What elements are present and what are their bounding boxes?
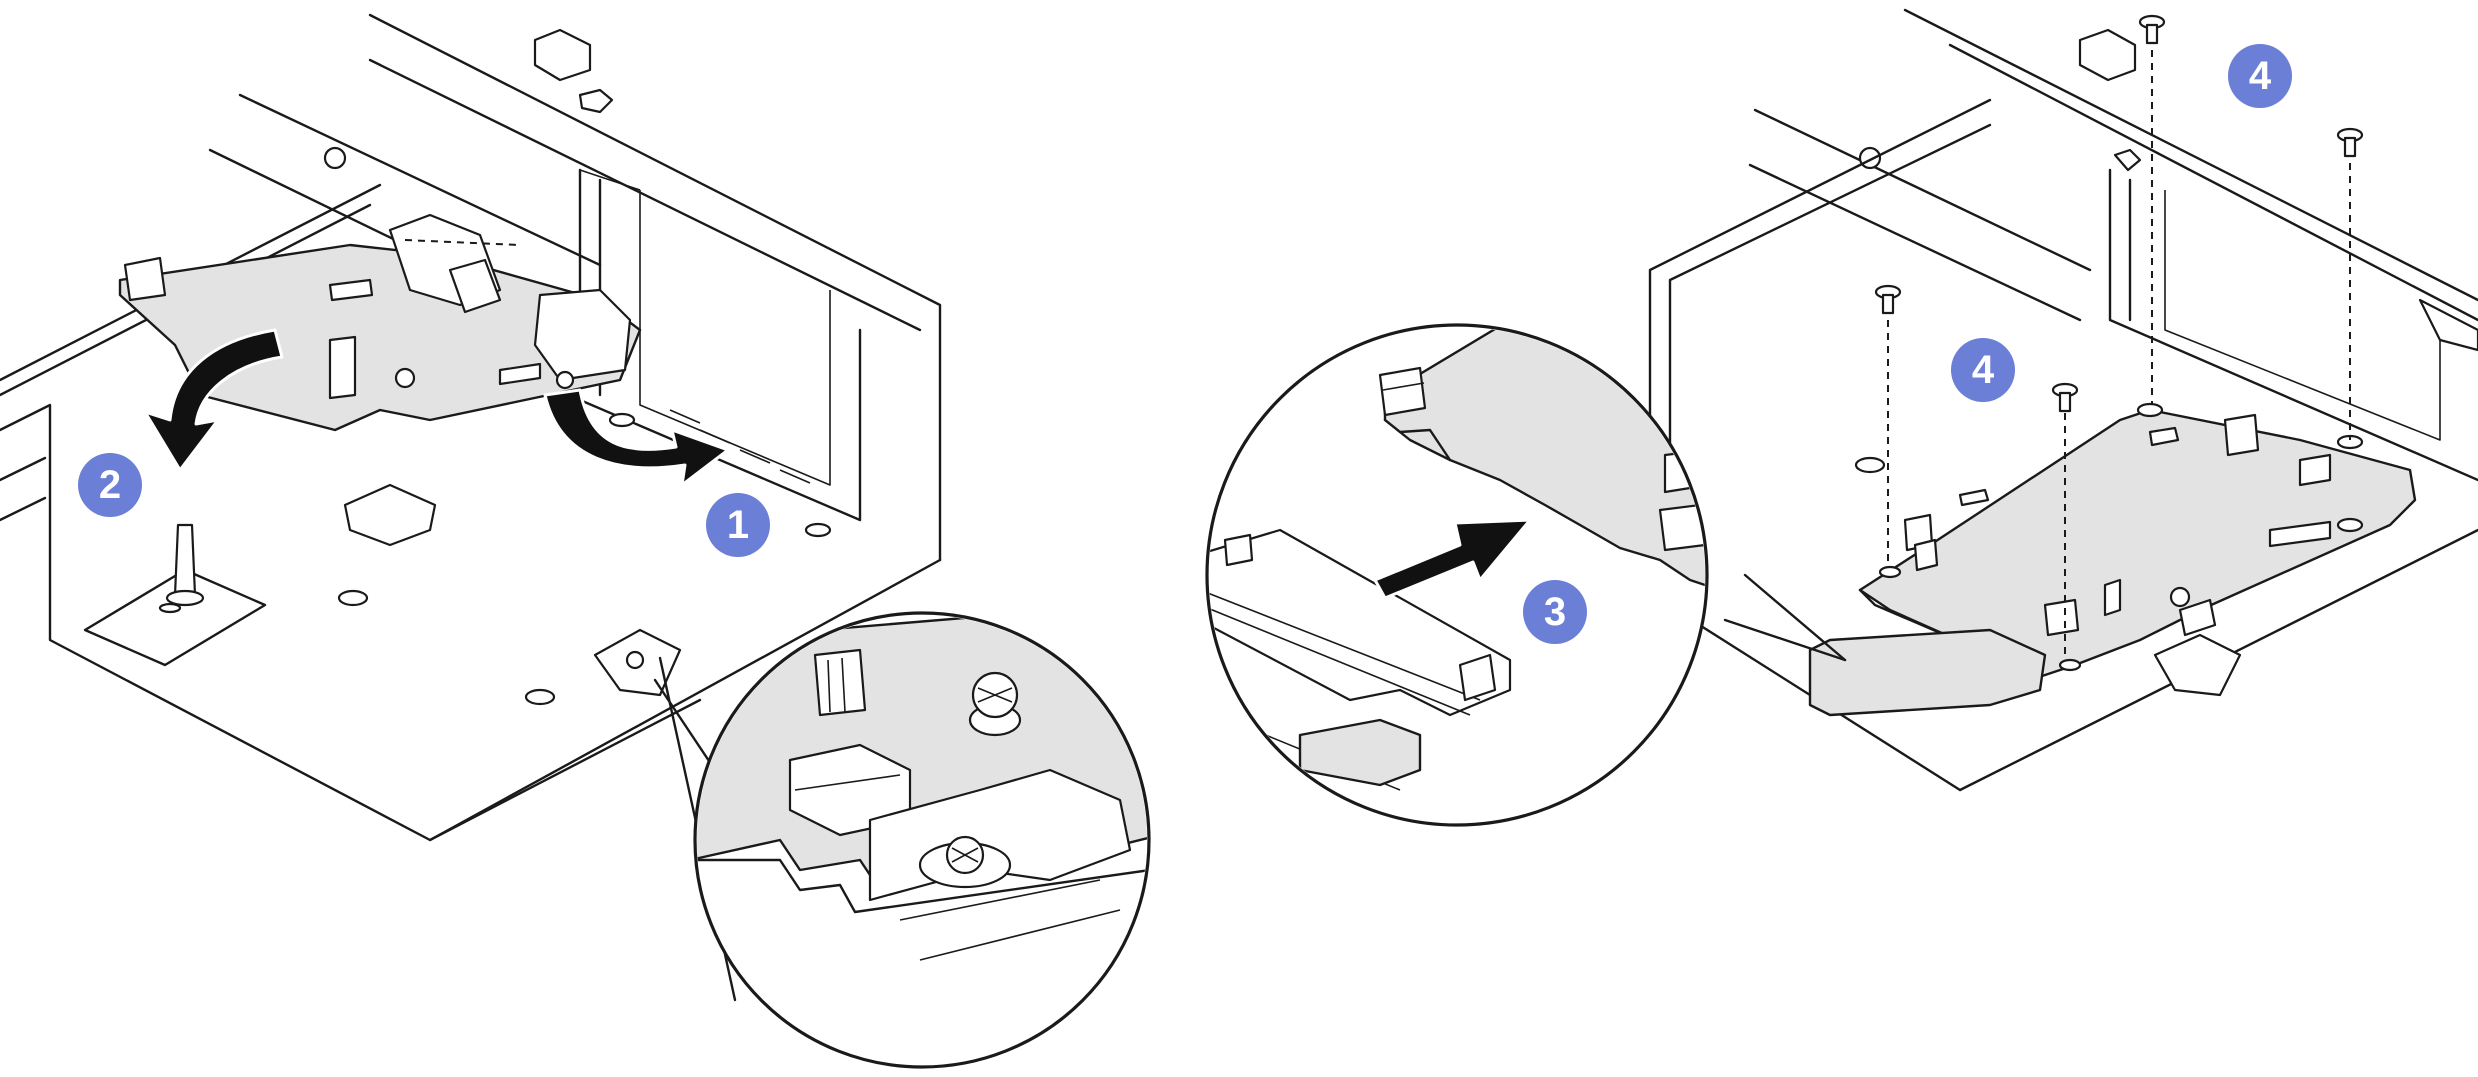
lift-arrow-step1 [543,388,730,487]
rotate-arrow-step2 [143,328,284,472]
step-number: 1 [727,503,749,547]
step-badge-3: 3 [1523,580,1587,644]
insert-arrow-step3 [1373,518,1532,600]
screw-icon [1874,284,1902,315]
step-number: 3 [1544,590,1566,634]
step-badge-4-top: 4 [2228,44,2292,108]
callout-detail-left [693,611,1151,1069]
step-badge-4-left: 4 [1951,338,2015,402]
step-number: 2 [99,463,121,507]
step-number: 4 [1972,348,1995,392]
step-number: 4 [2249,54,2272,98]
right-board-assembly [1808,402,2417,717]
screws [1874,14,2364,660]
right-chassis [1648,8,2478,792]
screw-icon [2051,382,2079,413]
screw-icon [2138,14,2166,45]
left-chassis [0,13,942,1002]
step-badge-2: 2 [78,453,142,517]
left-board-assembly [118,213,642,432]
screw-icon [2336,127,2364,158]
step-badge-1: 1 [706,493,770,557]
callout-detail-right [1205,323,1847,827]
